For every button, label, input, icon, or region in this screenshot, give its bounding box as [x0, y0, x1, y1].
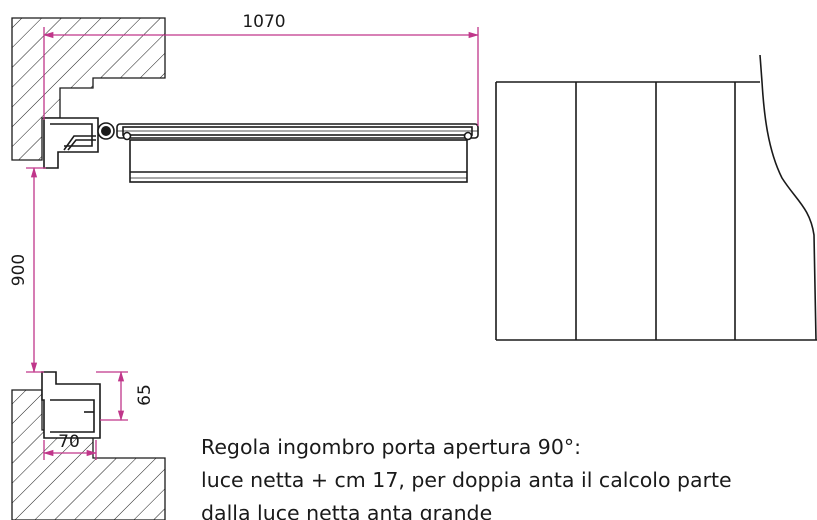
caption-line-3: dalla luce netta anta grande: [201, 501, 492, 520]
caption-line-1: Regola ingombro porta apertura 90°:: [201, 435, 581, 459]
lower-door-frame: [41, 371, 101, 439]
frame-width-label: 70: [58, 432, 80, 452]
frame-depth-label: 65: [135, 384, 155, 406]
upper-wall: [11, 17, 166, 161]
door-elevation: [495, 54, 817, 341]
hinge-icon: [97, 122, 115, 140]
door-width-label: 1070: [242, 12, 285, 32]
caption: Regola ingombro porta apertura 90°: luce…: [201, 435, 732, 520]
wall-opening-label: 900: [9, 254, 29, 286]
caption-line-2: luce netta + cm 17, per doppia anta il c…: [201, 468, 732, 492]
door-leaf-section: [116, 123, 479, 183]
dimension-lines: [26, 27, 480, 460]
upper-door-frame: [43, 117, 99, 169]
